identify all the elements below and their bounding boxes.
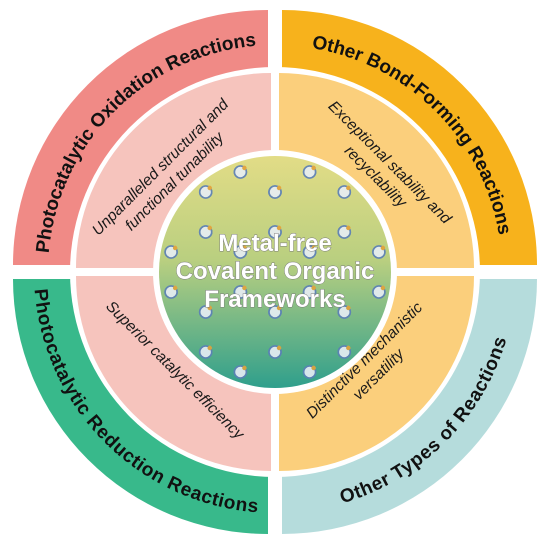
cof-atom (311, 285, 316, 291)
cof-atom (242, 165, 247, 171)
cof-atom (311, 245, 316, 251)
cof-atom (207, 345, 212, 351)
cof-atom (276, 225, 282, 231)
cof-atom (311, 365, 316, 371)
cof-atom (311, 165, 316, 171)
cof-atom (346, 185, 351, 191)
cof-atom (380, 245, 386, 251)
cof-atom (346, 345, 351, 351)
cof-atom (346, 225, 351, 231)
cof-atom (276, 305, 282, 311)
cof-atom (242, 245, 247, 251)
center-title-line1: Metal-free (218, 230, 331, 257)
center-title-line2: Covalent Organic (176, 258, 375, 285)
cof-atom (207, 185, 212, 191)
cof-atom (276, 345, 282, 351)
cof-atom (276, 185, 282, 191)
cof-atom (242, 285, 247, 291)
cof-atom (207, 225, 212, 231)
cof-atom (242, 365, 247, 371)
cof-atom (346, 305, 351, 311)
cof-atom (172, 285, 178, 291)
center-disc (159, 156, 391, 388)
center-title: Metal-free Covalent Organic Frameworks (175, 230, 375, 314)
cof-atom (172, 245, 178, 251)
cof-atom (380, 285, 386, 291)
cof-framework-illustration (164, 165, 386, 379)
center-title-line3: Frameworks (204, 286, 345, 313)
cof-atom (207, 305, 212, 311)
